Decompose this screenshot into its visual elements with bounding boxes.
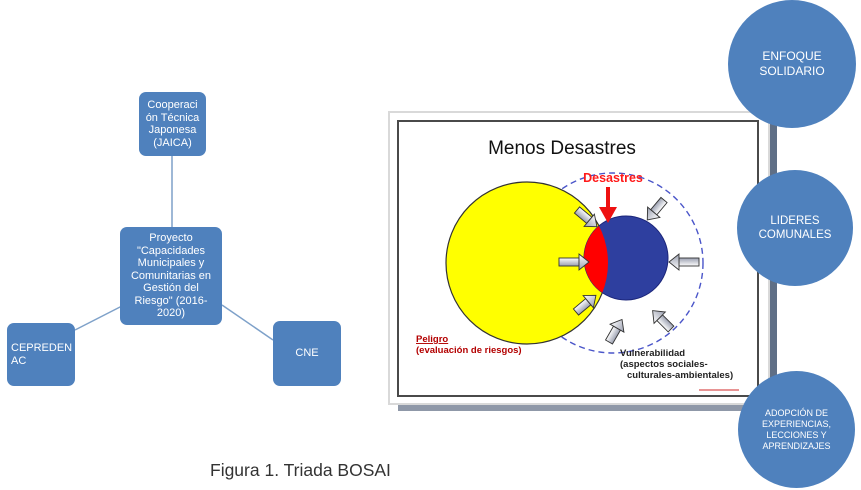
slide-inner: Menos Desastres Desastres xyxy=(397,120,759,397)
circle-adopcion-experiencias: ADOPCIÓN DE EXPERIENCIAS, LECCIONES Y AP… xyxy=(738,371,855,488)
hazard-label: Peligro xyxy=(416,334,448,345)
pressure-arrows xyxy=(558,196,700,345)
node-cepreden: CEPREDEN AC xyxy=(7,323,75,386)
node-project: Proyecto "Capacidades Municipales y Comu… xyxy=(120,227,222,325)
slide-frame: Menos Desastres Desastres xyxy=(388,111,770,405)
arrow-top-right xyxy=(646,196,668,221)
risk-diagram: Menos Desastres Desastres xyxy=(416,138,739,391)
arrow-lower-left xyxy=(572,294,597,316)
disaster-arrow xyxy=(599,187,617,223)
arrow-left xyxy=(558,253,590,271)
circle-enfoque-solidario: ENFOQUE SOLIDARIO xyxy=(728,0,856,128)
arrow-bottom-right xyxy=(652,310,675,333)
connector-project-cne xyxy=(221,304,274,341)
connector-project-cepreden xyxy=(74,305,123,331)
vulnerability-label: Vulnerabilidad xyxy=(620,348,685,359)
node-jica: Cooperaci ón Técnica Japonesa (JAICA) xyxy=(139,92,206,156)
vulnerability-sub-2: culturales-ambientales) xyxy=(627,370,733,381)
circle-lideres-comunales: LIDERES COMUNALES xyxy=(737,170,853,286)
vulnerability-sub-1: (aspectos sociales- xyxy=(620,359,708,370)
disasters-label: Desastres xyxy=(583,171,643,185)
node-cne: CNE xyxy=(273,321,341,386)
arrow-upleft xyxy=(573,206,598,228)
hazard-sub: (evaluación de riesgos) xyxy=(416,345,522,356)
figure-caption: Figura 1. Triada BOSAI xyxy=(210,460,391,480)
arrow-bottom xyxy=(604,318,625,345)
slide-shadow-bottom xyxy=(398,405,777,411)
arrow-right xyxy=(668,253,700,271)
slide-title: Menos Desastres xyxy=(488,138,636,159)
